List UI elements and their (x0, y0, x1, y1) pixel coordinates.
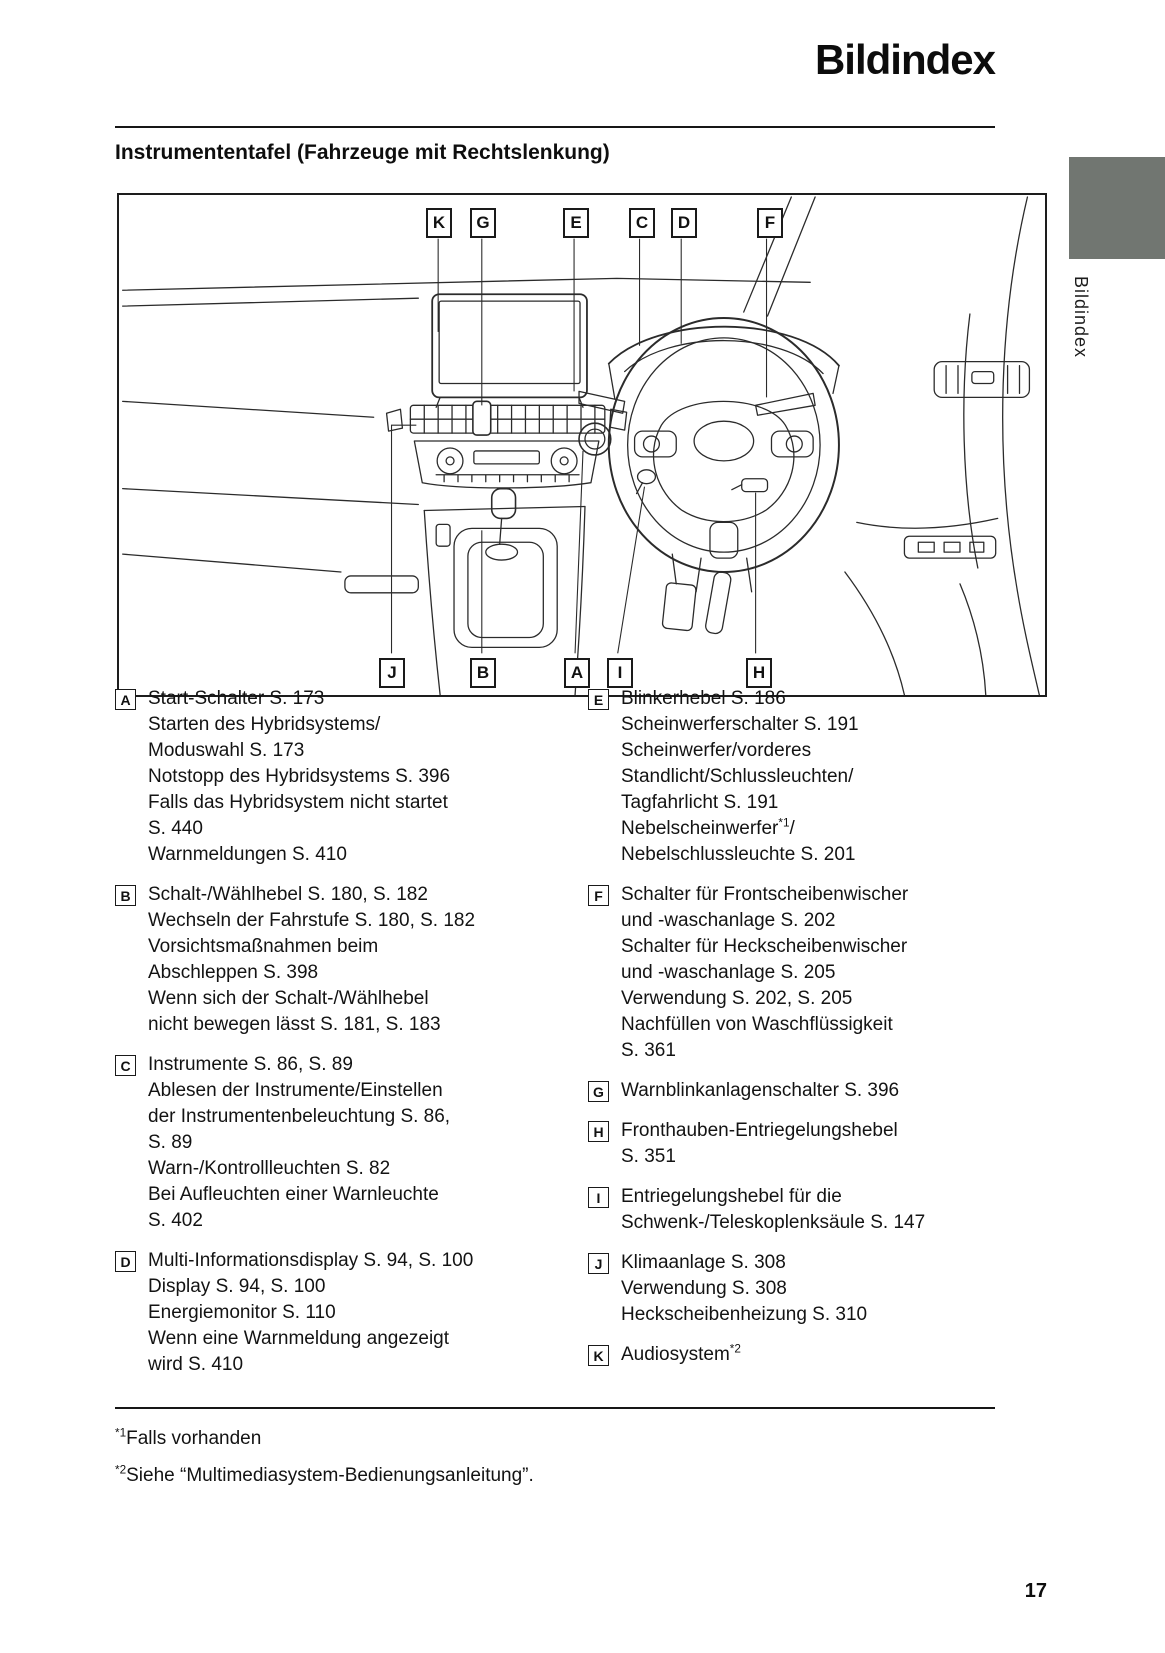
diagram-callout-C: C (629, 208, 655, 238)
legend-letter-box: K (588, 1345, 609, 1366)
chapter-tab (1069, 157, 1165, 259)
legend-letter-box: C (115, 1055, 136, 1076)
legend-entry-K: K Audiosystem*2 (588, 1342, 1008, 1368)
page-title: Bildindex (814, 36, 996, 83)
diagram-callout-F: F (757, 208, 783, 238)
footnote: *2Siehe “Multimediasystem-Bedienungsanle… (115, 1463, 534, 1486)
diagram-callout-K: K (426, 208, 452, 238)
footnotes: *1Falls vorhanden *2Siehe “Multimediasyst… (115, 1426, 534, 1487)
legend-letter-box: I (588, 1187, 609, 1208)
legend-letter-box: J (588, 1253, 609, 1274)
chapter-tab-label: Bildindex (1071, 276, 1091, 359)
diagram-callout-A: A (564, 658, 590, 688)
diagram-callout-G: G (470, 208, 496, 238)
legend-entry-text: Warnblinkanlagenschalter S. 396 (621, 1080, 900, 1101)
diagram-callout-H: H (746, 658, 772, 688)
diagram-callout-E: E (563, 208, 589, 238)
diagram-callout-I: I (607, 658, 633, 688)
diagram-callout-D: D (671, 208, 697, 238)
legend-letter-box: B (115, 885, 136, 906)
legend-letter-box: G (588, 1081, 609, 1102)
page-number: 17 (1024, 1580, 1047, 1602)
diagram-callout-B: B (470, 658, 496, 688)
legend-letter-box: H (588, 1121, 609, 1142)
legend-entry-text: Audiosystem*2 (621, 1342, 741, 1365)
header-divider (115, 126, 995, 128)
dashboard-line-drawing (122, 196, 1040, 695)
footer-divider (115, 1407, 995, 1409)
legend-letter-box: F (588, 885, 609, 906)
legend-letter-box: D (115, 1251, 136, 1272)
legend-letter-box: A (115, 689, 136, 710)
legend-entry-D: D Multi-Informationsdisplay S. 94, S. 100… (115, 1248, 570, 1378)
section-heading: Instrumententafel (Fahrzeuge mit Rechtsl… (115, 141, 610, 164)
legend-entry-G: G Warnblinkanlagenschalter S. 396 (588, 1078, 1008, 1104)
legend-letter-box: E (588, 689, 609, 710)
footnote: *1Falls vorhanden (115, 1426, 262, 1449)
diagram-callout-J: J (379, 658, 405, 688)
